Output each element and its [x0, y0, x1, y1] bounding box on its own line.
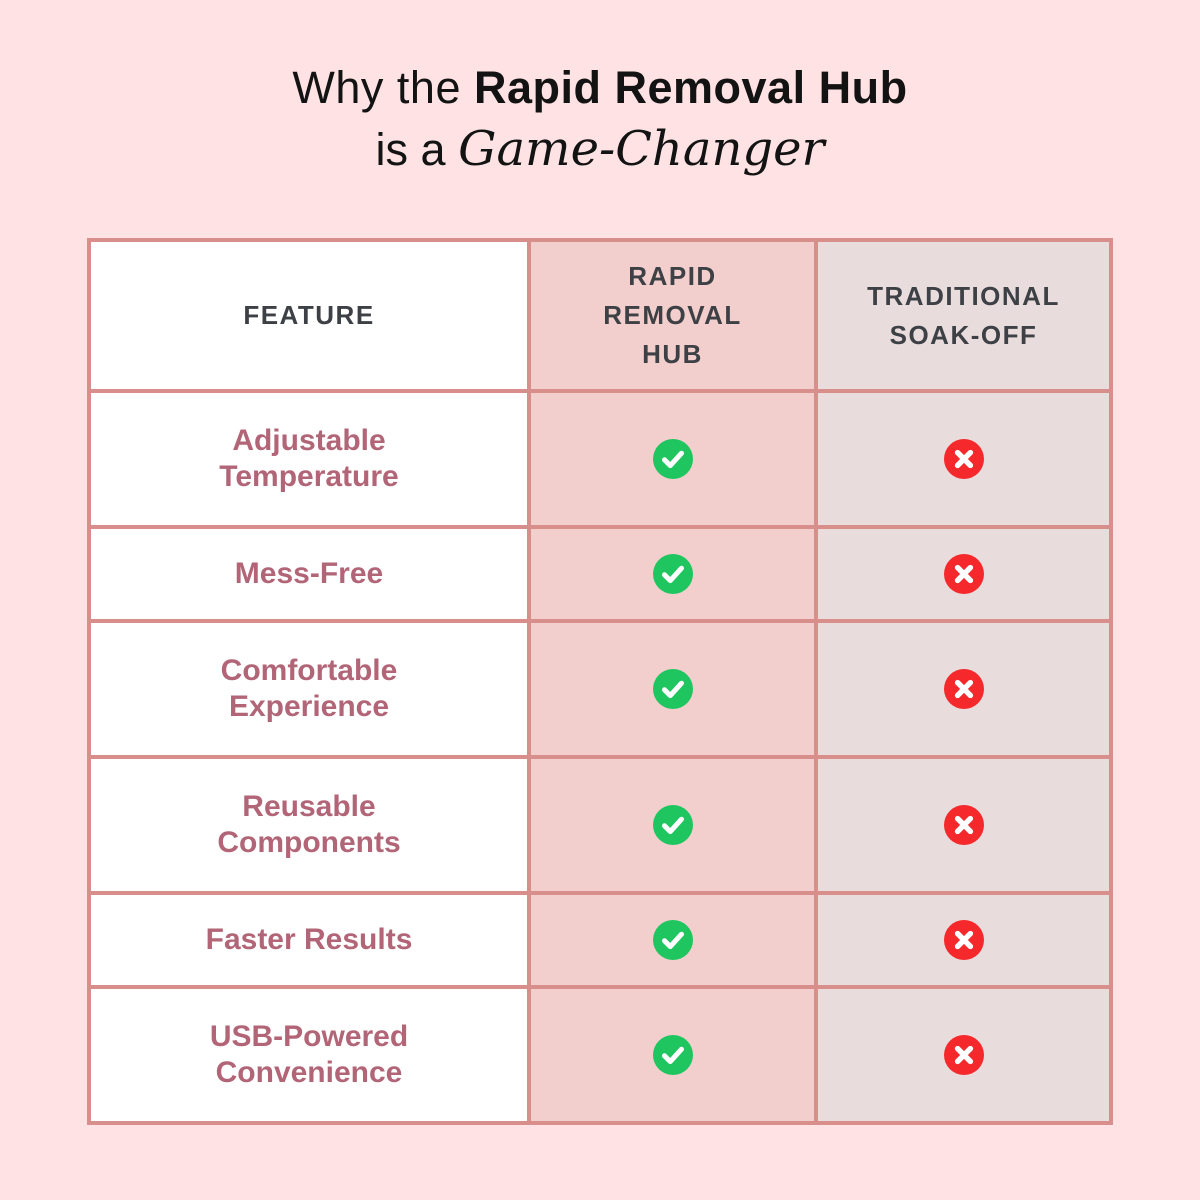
traditional-soak-off-cell [814, 619, 1113, 759]
check-icon [652, 439, 693, 479]
check-icon [652, 669, 693, 709]
traditional-soak-off-cell [814, 525, 1113, 623]
cross-icon [943, 669, 984, 709]
cross-icon [943, 805, 984, 845]
feature-cell: Reusable Components [87, 755, 531, 895]
rapid-removal-hub-cell [527, 525, 818, 623]
cross-icon [943, 920, 984, 960]
header-cell-traditional-soak-off: TRADITIONAL SOAK-OFF [814, 238, 1113, 393]
table-row: Faster Results [87, 891, 1113, 989]
feature-label: USB-Powered Convenience [209, 1020, 409, 1089]
header-label-traditional-soak-off: TRADITIONAL SOAK-OFF [867, 280, 1060, 350]
feature-label: Comfortable Experience [220, 654, 398, 723]
check-icon [652, 805, 693, 845]
check-icon [652, 1035, 693, 1075]
rapid-removal-hub-cell [527, 755, 818, 895]
header-label-rapid-removal-hub: RAPID REMOVAL HUB [603, 261, 742, 369]
rapid-removal-hub-cell [527, 389, 818, 529]
feature-cell: Comfortable Experience [87, 619, 531, 759]
check-icon [652, 920, 693, 960]
feature-label: Reusable Components [217, 790, 401, 859]
title-line2-regular: is a [375, 124, 446, 175]
header-row: FEATURE RAPID REMOVAL HUB TRADITIONAL SO… [87, 238, 1113, 393]
page-title: Why the Rapid Removal Hub is a Game-Chan… [0, 0, 1200, 181]
title-line-1: Why the Rapid Removal Hub [0, 58, 1200, 118]
rapid-removal-hub-cell [527, 985, 818, 1125]
feature-label: Adjustable Temperature [219, 424, 399, 493]
comparison-table: FEATURE RAPID REMOVAL HUB TRADITIONAL SO… [87, 238, 1113, 1125]
feature-label: Faster Results [205, 923, 413, 956]
feature-cell: Faster Results [87, 891, 531, 989]
rapid-removal-hub-cell [527, 619, 818, 759]
header-label-feature: FEATURE [243, 300, 375, 330]
header-cell-rapid-removal-hub: RAPID REMOVAL HUB [527, 238, 818, 393]
check-icon [652, 554, 693, 594]
feature-label: Mess-Free [234, 557, 384, 590]
table-row: Reusable Components [87, 755, 1113, 895]
traditional-soak-off-cell [814, 985, 1113, 1125]
title-line2-italic: Game-Changer [458, 121, 825, 177]
feature-cell: Adjustable Temperature [87, 389, 531, 529]
title-line1-bold: Rapid Removal Hub [474, 62, 908, 113]
cross-icon [943, 1035, 984, 1075]
feature-cell: Mess-Free [87, 525, 531, 623]
traditional-soak-off-cell [814, 755, 1113, 895]
table-row: Adjustable Temperature [87, 389, 1113, 529]
rapid-removal-hub-cell [527, 891, 818, 989]
traditional-soak-off-cell [814, 891, 1113, 989]
title-line-2: is a Game-Changer [0, 118, 1200, 181]
cross-icon [943, 439, 984, 479]
traditional-soak-off-cell [814, 389, 1113, 529]
cross-icon [943, 554, 984, 594]
table-row: Comfortable Experience [87, 619, 1113, 759]
header-cell-feature: FEATURE [87, 238, 531, 393]
feature-cell: USB-Powered Convenience [87, 985, 531, 1125]
table-row: Mess-Free [87, 525, 1113, 623]
table-row: USB-Powered Convenience [87, 985, 1113, 1125]
title-line1-regular: Why the [292, 62, 461, 113]
